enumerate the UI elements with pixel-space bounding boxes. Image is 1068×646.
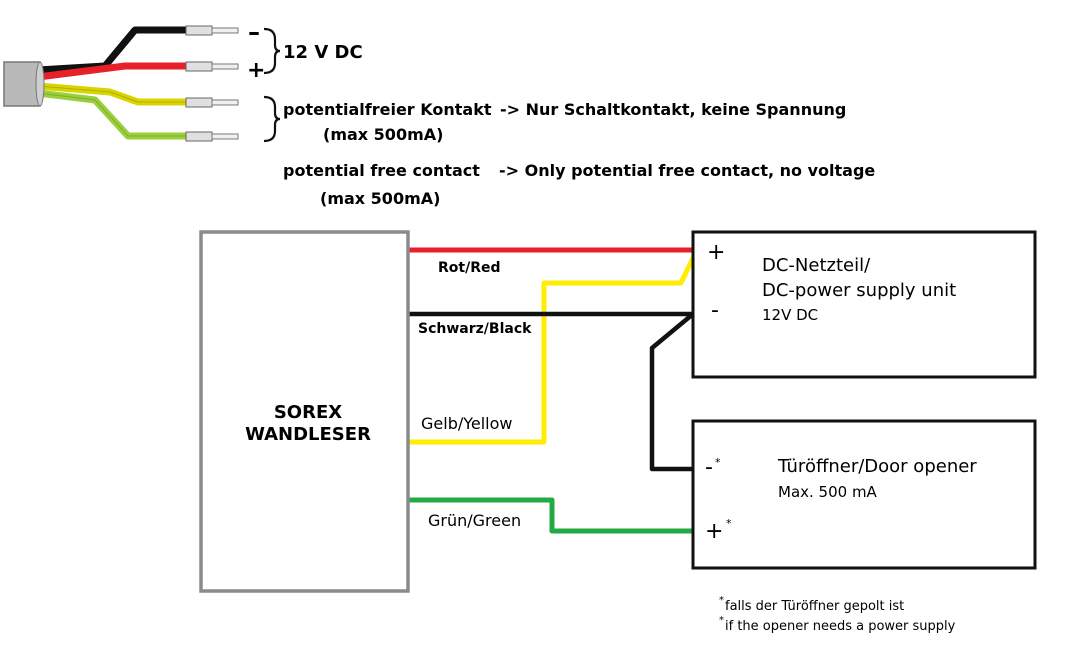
reader-title-line1: SOREX (274, 402, 342, 423)
cable-black-wire (37, 26, 188, 74)
black-return-wire (649, 312, 695, 472)
ferrule-red (185, 61, 239, 72)
brace-contact (263, 95, 281, 143)
voltage-label: 12 V DC (283, 42, 363, 63)
sorex-reader-box: SOREX WANDLESER (199, 230, 410, 593)
contact-de-max: (max 500mA) (323, 125, 443, 144)
cable-red-wire (37, 62, 188, 81)
ferrule-black (185, 25, 239, 36)
cable-minus-sign: – (248, 18, 260, 46)
contact-en-label: potential free contact (283, 161, 480, 180)
green-wire-label: Grün/Green (428, 511, 521, 530)
red-wire-label: Rot/Red (438, 260, 501, 276)
psu-minus-terminal: - (711, 298, 719, 323)
cable-illustration: – + 12 V DC potentialfreier Kontakt (max… (3, 18, 875, 208)
opener-plus-terminal: + (705, 519, 723, 544)
footnote-en-asterisk: * (719, 615, 724, 626)
opener-minus-terminal: - (705, 455, 713, 480)
brace-12v (263, 27, 281, 75)
psu-plus-terminal: + (707, 240, 725, 265)
yellow-wire-label: Gelb/Yellow (421, 414, 513, 433)
contact-de-note: -> Nur Schaltkontakt, keine Spannung (500, 100, 846, 119)
psu-title-line2: DC-power supply unit (762, 280, 956, 301)
footnote-de-asterisk: * (719, 595, 724, 606)
opener-title: Türöffner/Door opener (777, 456, 977, 477)
psu-title-line1: DC-Netzteil/ (762, 255, 871, 276)
ferrule-yellow (185, 97, 239, 108)
reader-title-line2: WANDLESER (245, 424, 371, 445)
contact-de-label: potentialfreier Kontakt (283, 100, 492, 119)
contact-en-note: -> Only potential free contact, no volta… (499, 161, 875, 180)
opener-rating: Max. 500 mA (778, 483, 878, 501)
power-supply-box: + - DC-Netzteil/ DC-power supply unit 12… (691, 230, 1037, 379)
footnote-de: falls der Türöffner gepolt ist (725, 599, 904, 614)
schematic-wires (409, 247, 696, 534)
black-wire-label: Schwarz/Black (418, 321, 532, 337)
cable-plus-sign: + (247, 58, 265, 83)
opener-plus-asterisk: * (726, 517, 732, 530)
door-opener-box: - * + * Türöffner/Door opener Max. 500 m… (691, 419, 1037, 570)
green-wire (409, 497, 693, 534)
ferrule-green (185, 131, 239, 142)
psu-voltage: 12V DC (762, 306, 818, 324)
footnote-en: if the opener needs a power supply (725, 619, 956, 634)
yellow-wire (409, 256, 696, 445)
contact-en-max: (max 500mA) (320, 189, 440, 208)
opener-minus-asterisk: * (715, 456, 721, 469)
footnotes: * falls der Türöffner gepolt ist * if th… (719, 595, 956, 634)
